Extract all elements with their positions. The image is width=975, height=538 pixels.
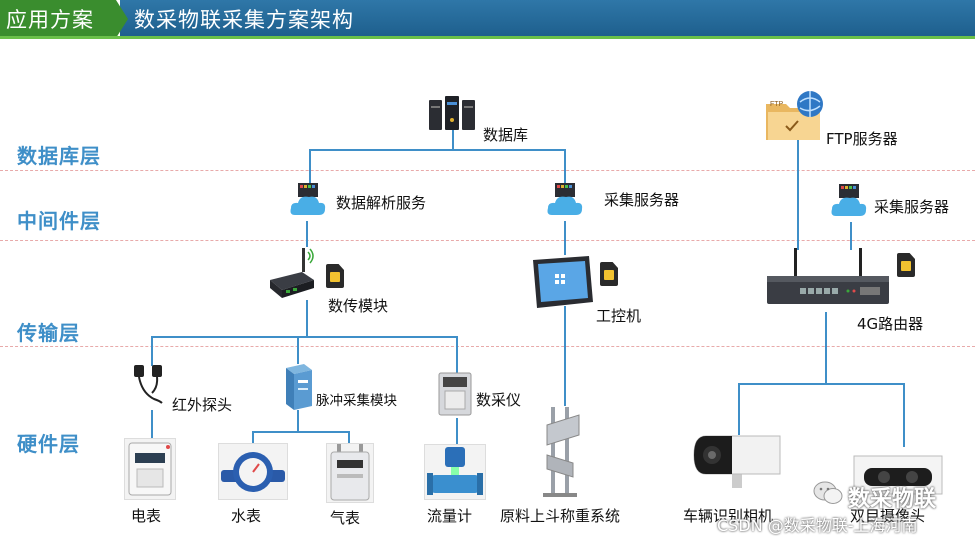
connector-line xyxy=(309,149,311,185)
connector-line xyxy=(456,336,458,373)
connector-line xyxy=(297,336,299,364)
connector-line xyxy=(151,336,457,338)
connector-line xyxy=(564,149,566,185)
gas-meter-label: 气表 xyxy=(330,509,361,527)
connector-line xyxy=(797,140,799,250)
connector-line xyxy=(151,410,153,440)
dtu-module-icon xyxy=(266,246,318,302)
connector-line xyxy=(738,383,740,435)
connector-line xyxy=(252,431,254,443)
layer-label-transport: 传输层 xyxy=(17,321,80,345)
connector-line xyxy=(738,383,904,385)
header-stripe xyxy=(0,36,975,39)
sim-card-icon xyxy=(897,253,915,277)
connector-line xyxy=(309,149,565,151)
data-collector-label: 数采仪 xyxy=(476,391,522,409)
parse-service-cloud-icon xyxy=(289,183,327,221)
data-collector-icon xyxy=(437,371,473,417)
watermark-brand: 数采物联 xyxy=(848,487,937,512)
watermark-csdn: CSDN @数采物联-上海河南 xyxy=(717,516,918,535)
industrial-pc-icon xyxy=(527,252,597,310)
ir-probe-label: 红外探头 xyxy=(172,396,233,414)
layer-label-database: 数据库层 xyxy=(17,144,101,168)
water-meter-icon xyxy=(218,443,288,500)
collect-server-cloud-icon xyxy=(546,183,584,221)
water-meter-label: 水表 xyxy=(231,507,262,525)
router-4g-icon xyxy=(764,248,892,310)
collect-server-label: 采集服务器 xyxy=(874,198,950,216)
connector-line xyxy=(452,124,454,150)
ftp-server-label: FTP服务器 xyxy=(826,130,898,148)
connector-line xyxy=(151,336,153,366)
pulse-module-icon xyxy=(284,362,314,412)
connector-line xyxy=(903,383,905,447)
electric-meter-icon xyxy=(124,438,176,500)
parse-service-label: 数据解析服务 xyxy=(336,194,427,212)
gas-meter-icon xyxy=(326,443,374,503)
dual-camera-icon xyxy=(850,446,946,500)
layer-label-middleware: 中间件层 xyxy=(17,209,101,233)
plate-camera-label: 车辆识别相机 xyxy=(683,507,774,525)
connector-line xyxy=(348,431,350,443)
connector-line xyxy=(456,418,458,444)
page-title: 数采物联采集方案架构 xyxy=(134,8,354,32)
weighing-system-icon xyxy=(535,405,585,500)
router-label: 4G路由器 xyxy=(857,315,924,333)
dtu-label: 数传模块 xyxy=(328,297,389,315)
connector-line xyxy=(564,306,566,406)
pulse-module-label: 脉冲采集模块 xyxy=(316,393,397,409)
weighing-system-label: 原料上斗称重系统 xyxy=(500,507,621,525)
connector-line xyxy=(306,300,308,337)
sim-card-icon xyxy=(326,264,344,288)
database-server-icon xyxy=(426,96,478,132)
collect-server-label: 采集服务器 xyxy=(604,191,680,209)
connector-line xyxy=(252,431,349,433)
plate-camera-icon xyxy=(692,430,784,492)
layer-label-hardware: 硬件层 xyxy=(17,432,80,456)
flow-meter-icon xyxy=(424,444,486,500)
ir-probe-icon xyxy=(130,363,170,405)
layer-divider xyxy=(0,170,975,171)
layer-divider xyxy=(0,346,975,347)
wechat-logo-icon xyxy=(813,480,843,510)
dual-camera-label: 双目摄像头 xyxy=(850,507,926,525)
sim-card-icon xyxy=(600,262,618,286)
layer-divider xyxy=(0,240,975,241)
electric-meter-label: 电表 xyxy=(131,507,162,525)
connector-line xyxy=(306,221,308,247)
connector-line xyxy=(297,410,299,432)
svg-text:FTP: FTP xyxy=(770,101,784,108)
collect-server-cloud-icon xyxy=(830,184,868,222)
database-label: 数据库 xyxy=(483,126,529,144)
header-title-bar: 数采物联采集方案架构 xyxy=(120,0,975,38)
ipc-label: 工控机 xyxy=(596,307,642,325)
section-tab-label: 应用方案 xyxy=(6,8,94,32)
connector-line xyxy=(564,221,566,255)
section-tab: 应用方案 xyxy=(0,0,128,38)
flow-meter-label: 流量计 xyxy=(427,507,473,525)
connector-line xyxy=(850,222,852,250)
connector-line xyxy=(825,312,827,384)
ftp-folder-globe-icon: FTP xyxy=(764,90,830,142)
